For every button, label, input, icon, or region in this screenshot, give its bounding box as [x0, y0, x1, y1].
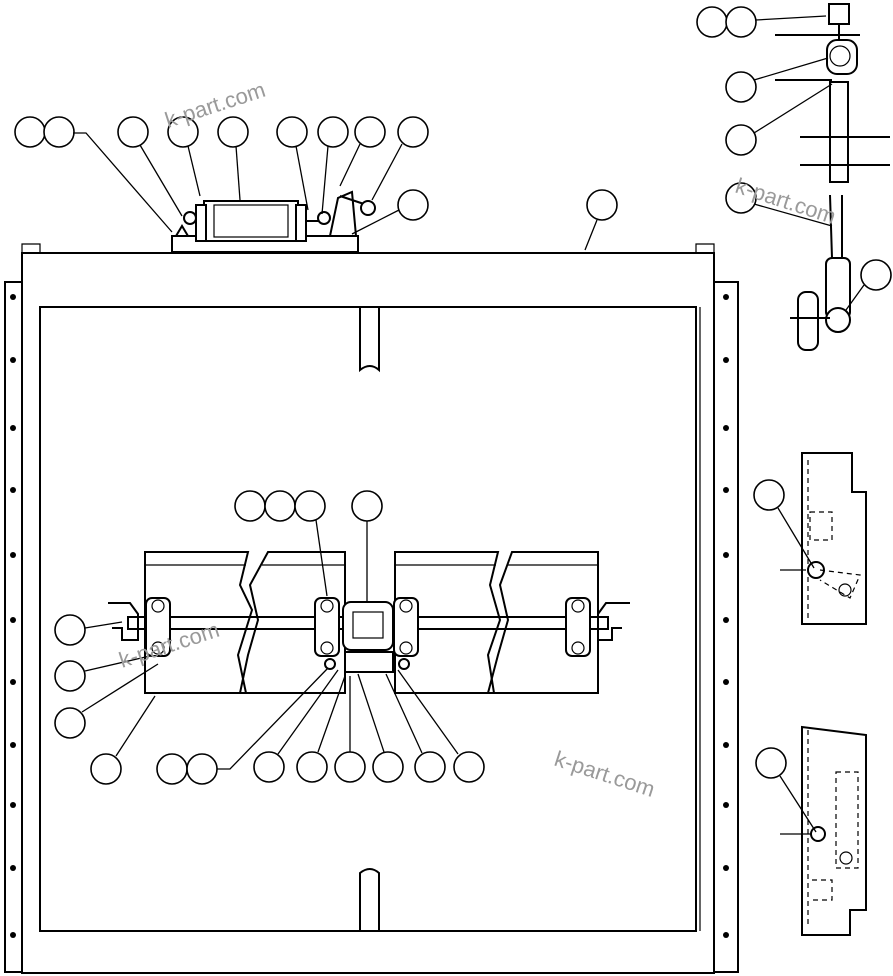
callout-bubble [54, 614, 86, 646]
callout-bubble [186, 753, 218, 785]
callout-bubble [725, 182, 757, 214]
callout-bubble [372, 751, 404, 783]
callout-bubble [397, 189, 429, 221]
callout-bubble [755, 747, 787, 779]
callout-bubble [253, 751, 285, 783]
frame-bolt-holes [10, 294, 729, 938]
callout-bubble [334, 751, 366, 783]
callout-bubble [317, 116, 349, 148]
callout-bubble [354, 116, 386, 148]
callout-bubble [43, 116, 75, 148]
watermark-text: k-part.com [551, 746, 658, 802]
callout-bubble [725, 124, 757, 156]
center-guide-top [359, 307, 380, 373]
callout-bubble [753, 479, 785, 511]
rod-end-brackets [108, 602, 630, 641]
callout-bubble [90, 753, 122, 785]
callout-leader-lines [73, 15, 865, 833]
callout-bubble [351, 490, 383, 522]
callout-bubble [725, 71, 757, 103]
callout-bubble [586, 189, 618, 221]
callout-bubble [276, 116, 308, 148]
callout-bubble [296, 751, 328, 783]
callout-bubble [414, 751, 446, 783]
callout-bubble [14, 116, 46, 148]
callout-bubble [54, 707, 86, 739]
callout-bubbles [14, 6, 892, 785]
watermark-text: k-part.com [162, 77, 269, 133]
main-door-frame [4, 243, 739, 974]
callout-bubble [294, 490, 326, 522]
callout-bubble [234, 490, 266, 522]
rod-clamps [145, 597, 591, 657]
callout-bubble [397, 116, 429, 148]
callout-bubble [453, 751, 485, 783]
callout-bubble [725, 6, 757, 38]
callout-bubble [264, 490, 296, 522]
center-latch-block [324, 601, 410, 673]
detail-view-latch-upper [780, 452, 867, 625]
lock-bar-panels [144, 551, 599, 694]
detail-view-latch-lower [780, 725, 867, 936]
top-cylinder-assembly [171, 190, 376, 253]
callout-bubble [156, 753, 188, 785]
watermark-text: k-part.com [732, 173, 839, 229]
callout-bubble [167, 116, 199, 148]
detail-view-rod-end [775, 3, 890, 351]
callout-bubble [217, 116, 249, 148]
callout-bubble [860, 259, 892, 291]
callout-bubble [117, 116, 149, 148]
center-guide-bottom [359, 868, 380, 931]
callout-bubble [54, 660, 86, 692]
callout-bubble [696, 6, 728, 38]
